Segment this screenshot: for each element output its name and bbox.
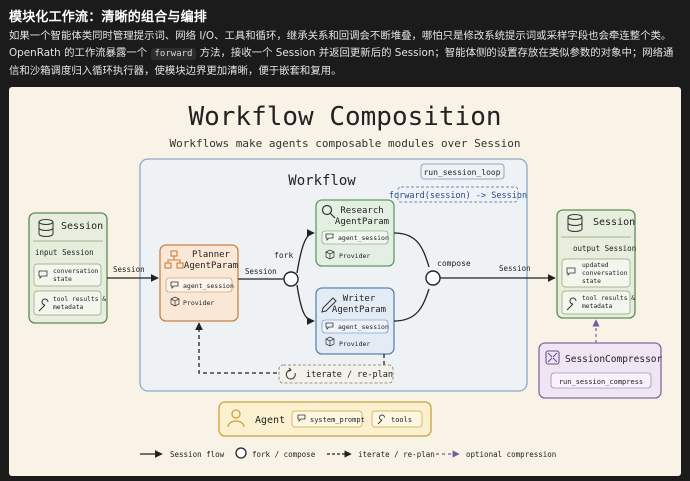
chat-icon (325, 322, 334, 330)
pencil-icon (321, 297, 337, 313)
edge-fork-writer (296, 284, 315, 325)
edges (107, 229, 556, 374)
diagram-title: Workflow Composition (188, 102, 501, 132)
edge-label-fork: fork (274, 251, 293, 260)
edge-label-compose: compose (437, 259, 471, 268)
legend-iterate: iterate / re-plan (358, 450, 435, 459)
chat-icon (325, 233, 334, 241)
compress-icon (545, 350, 560, 365)
research-agent-session: agent_session (338, 234, 389, 242)
person-icon (227, 409, 245, 428)
forward-code: forward (150, 48, 197, 60)
agent-tools: tools (391, 416, 412, 424)
run-session-loop-tag (420, 163, 505, 180)
workflow-label: Workflow (288, 173, 356, 189)
chat-icon (170, 281, 179, 289)
compose-node (425, 270, 441, 286)
edge-research-compose (393, 232, 430, 268)
session-input-title: Session (61, 221, 103, 232)
planner-provider: Provider (183, 299, 214, 307)
edge-label-iterate: iterate / re-plan (306, 370, 393, 380)
diagram-subtitle: Workflows make agents composable modules… (170, 137, 521, 150)
database-icon (38, 219, 54, 237)
research-provider: Provider (339, 252, 370, 260)
chat-icon (566, 267, 576, 276)
writer-provider: Provider (339, 340, 370, 348)
iterate-label-box (278, 364, 394, 384)
workflow-figure: Workflow Composition Workflows make agen… (9, 87, 681, 476)
agent-box: Agent system_prompt tools (218, 401, 432, 437)
planner-agent-session: agent_session (183, 282, 234, 290)
session-input-item2: tool results &metadata (53, 296, 106, 311)
chat-icon (38, 270, 48, 279)
session-output-item2: tool results &metadata (582, 295, 635, 310)
legend-fork-compose: fork / compose (252, 450, 316, 459)
workflow-container (139, 158, 528, 392)
edge-label-session-planner: Session (245, 267, 277, 276)
edge-iterate (195, 322, 385, 374)
session-output-label: output Session (573, 244, 636, 253)
wrench-icon (38, 298, 49, 312)
edge-label-session-in: Session (113, 265, 145, 274)
hierarchy-icon (164, 250, 184, 269)
wrench-icon (566, 297, 577, 311)
session-output-title: Session (593, 217, 635, 228)
cube-icon (325, 249, 335, 260)
paragraph-text-2: 方法，接收一个 Session 并返回更新后的 Session；智能体侧的设置存… (9, 47, 674, 77)
fork-node (283, 271, 299, 287)
magnifier-icon (321, 204, 336, 219)
compressor-title: SessionCompressor (565, 354, 663, 365)
forward-tag-label: forward(session) -> Session (389, 191, 527, 201)
workflow-diagram: Workflow Composition Workflows make agen… (28, 102, 663, 459)
chat-icon (297, 414, 306, 422)
paragraph-text-1: 如果一个智能体类同时管理提示词、网络 I/O、工具和循环，继承关系和回调会不断堆… (9, 30, 672, 59)
compressor-field: run_session_compress (559, 378, 643, 386)
agent-title: Agent (255, 415, 285, 426)
edge-label-session-out: Session (499, 264, 531, 273)
session-compressor-box: SessionCompressor run_session_compress (538, 342, 663, 399)
refresh-icon (285, 367, 296, 380)
database-icon (567, 214, 583, 232)
cube-icon (170, 296, 180, 307)
edge-fork-research (296, 229, 315, 274)
section-heading: 模块化工作流：清晰的组合与编排 (9, 10, 208, 25)
legend-compression: optional compression (466, 450, 556, 459)
legend: Session flow fork / compose iterate / re… (140, 447, 556, 459)
forward-tag (397, 186, 519, 203)
run-session-loop-label: run_session_loop (423, 168, 500, 177)
edge-writer-compose (393, 288, 430, 322)
session-input-label: input Session (35, 248, 94, 257)
agent-system-prompt: system_prompt (310, 416, 365, 424)
wrench-icon (377, 414, 385, 425)
intro-paragraph: 如果一个智能体类同时管理提示词、网络 I/O、工具和循环，继承关系和回调会不断堆… (9, 28, 681, 80)
cube-icon (325, 336, 335, 347)
legend-session-flow: Session flow (170, 450, 225, 459)
writer-agent-session: agent_session (338, 323, 389, 331)
